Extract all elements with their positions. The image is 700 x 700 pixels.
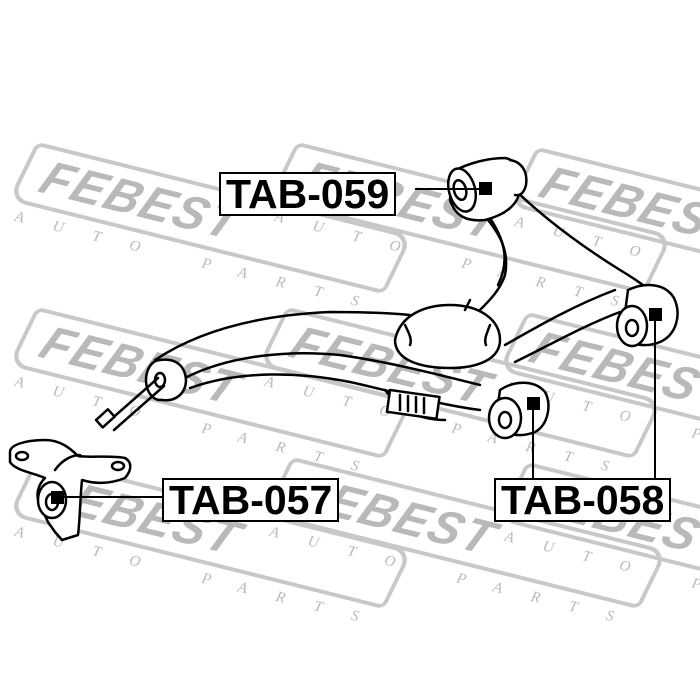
part-label-tab-059: TAB-059: [219, 172, 397, 216]
leaders: [51, 182, 662, 504]
part-label-tab-058: TAB-058: [494, 478, 672, 522]
part-label-tab-057: TAB-057: [162, 478, 340, 522]
lower-arm: [94, 298, 550, 440]
knuckle-bracket: [8, 438, 132, 542]
lateral-link: [503, 283, 679, 364]
upper-arm: [446, 156, 657, 312]
